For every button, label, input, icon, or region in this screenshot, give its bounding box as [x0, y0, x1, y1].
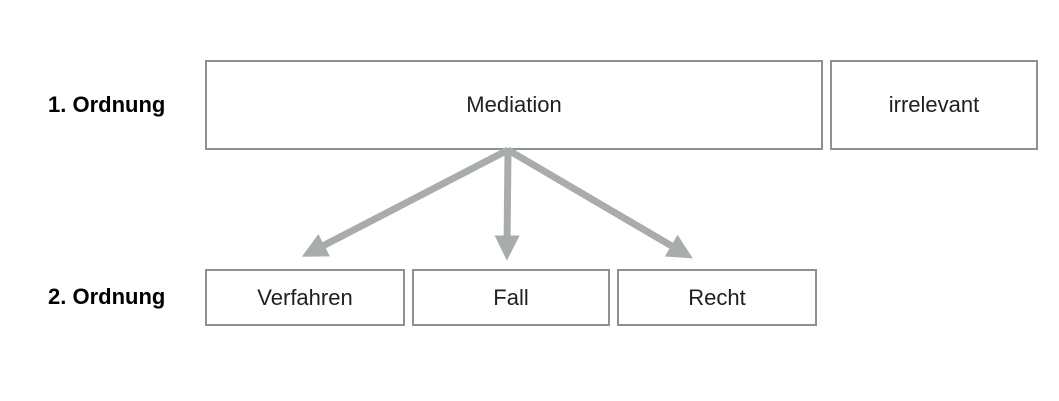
mediation-box: Mediation — [205, 60, 823, 150]
recht-box: Recht — [617, 269, 817, 326]
irrelevant-box-label: irrelevant — [888, 92, 980, 117]
arrow-mediation-to-recht — [506, 146, 693, 259]
row-label-first-order: 1. Ordnung — [48, 92, 166, 117]
row-label-second-order: 2. Ordnung — [48, 284, 166, 309]
recht-box-label: Recht — [688, 284, 746, 310]
mediation-box-label: Mediation — [466, 92, 562, 117]
fall-box-label: Fall — [493, 284, 529, 310]
arrow-mediation-to-fall — [494, 149, 520, 261]
verfahren-box: Verfahren — [205, 269, 405, 326]
irrelevant-box: irrelevant — [830, 60, 1038, 150]
fall-box: Fall — [412, 269, 610, 326]
verfahren-box-label: Verfahren — [257, 284, 353, 310]
arrow-mediation-to-verfahren — [301, 146, 510, 257]
